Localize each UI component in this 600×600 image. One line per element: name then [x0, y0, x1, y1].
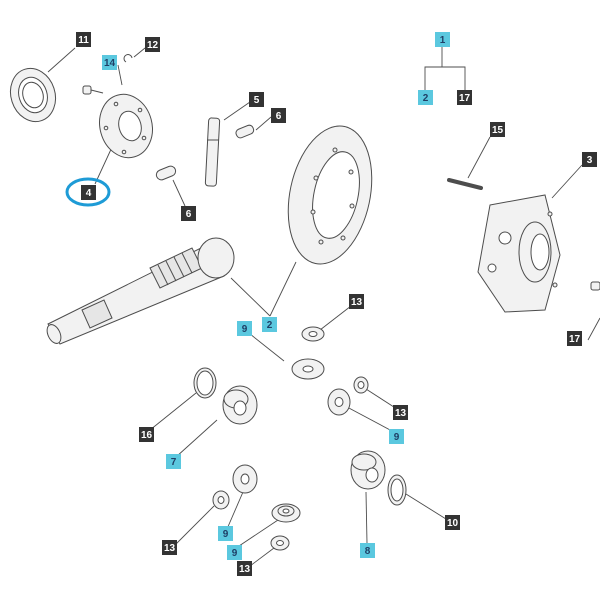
tag-label-13: 13: [239, 564, 251, 575]
part-4-flange: [99, 93, 153, 159]
tag-box: [237, 321, 252, 336]
tag-box: [76, 32, 91, 47]
part-9-gear-lower-left: [232, 464, 258, 494]
part-16-shim: [193, 367, 217, 399]
tag-box: [249, 92, 264, 107]
tag-label-17: 17: [569, 334, 581, 345]
tag-box: [582, 152, 597, 167]
part-17-pin-right: [590, 281, 600, 291]
tag-box: [181, 206, 196, 221]
tag-label-8: 8: [365, 546, 371, 557]
tag-label-4: 4: [86, 188, 92, 199]
tag-box: [145, 37, 160, 52]
tag-box: [393, 405, 408, 420]
tag-box: [162, 540, 177, 555]
part-13-washer-mid: [353, 376, 369, 394]
tag-label-13: 13: [395, 408, 407, 419]
tag-box: [102, 55, 117, 70]
tag-label-16: 16: [141, 430, 153, 441]
tag-box: [349, 294, 364, 309]
part-15-cross-pin: [447, 178, 483, 190]
tag-label-9: 9: [223, 529, 229, 540]
tag-label-13: 13: [164, 543, 176, 554]
tag-box: [166, 454, 181, 469]
part-11-seal: [9, 67, 57, 123]
tag-label-9: 9: [242, 324, 248, 335]
highlight-ring: [65, 177, 111, 207]
part-9-gear-mid: [327, 388, 351, 416]
part-13-washer-lower-right: [270, 535, 290, 551]
tag-label-13: 13: [351, 297, 363, 308]
tag-label-6: 6: [276, 111, 282, 122]
tag-label-15: 15: [492, 125, 504, 136]
tag-label-9: 9: [394, 432, 400, 443]
tag-label-17: 17: [459, 93, 471, 104]
tag-box: [81, 185, 96, 200]
tag-label-14: 14: [104, 58, 116, 69]
part-2-ring-gear: [287, 125, 373, 265]
part-6-pin-upper: [235, 124, 255, 139]
tag-box: [139, 427, 154, 442]
part-9-gear-lower-right: [271, 503, 301, 523]
tag-label-10: 10: [447, 518, 459, 529]
tag-box: [435, 32, 450, 47]
part-13-washer-lower-left: [212, 490, 230, 510]
tag-box: [490, 122, 505, 137]
tag-label-2: 2: [423, 93, 429, 104]
tag-label-11: 11: [78, 35, 89, 46]
tag-box: [389, 429, 404, 444]
part-9-gear-upper: [291, 358, 325, 380]
part-5-shaft-pin: [204, 117, 221, 187]
part-7-side-gear-left: [222, 385, 258, 425]
tag-box: [445, 515, 460, 530]
tag-box: [262, 317, 277, 332]
part-14-bolt: [82, 85, 104, 95]
parts-group: [9, 54, 600, 551]
tag-box: [360, 543, 375, 558]
part-number-tags: 11 12 14 4 5 6 6 1 2 17 15 3 17 2 9 13 1…: [76, 32, 597, 576]
tag-label-5: 5: [254, 95, 260, 106]
tag-box: [237, 561, 252, 576]
tag-box: [567, 331, 582, 346]
tag-box: [218, 526, 233, 541]
tag-label-2: 2: [267, 320, 273, 331]
tag-label-9: 9: [232, 548, 238, 559]
part-12-pin: [123, 54, 133, 63]
tag-box: [418, 90, 433, 105]
part-13-washer-upper: [301, 326, 325, 342]
part-6-pin-lower: [155, 165, 177, 181]
tag-label-12: 12: [147, 40, 159, 51]
tag-label-7: 7: [171, 457, 177, 468]
tag-box: [457, 90, 472, 105]
leader-lines: [47, 47, 600, 567]
part-2-pinion-shaft: [46, 237, 235, 345]
part-10-shim: [387, 474, 407, 506]
part-3-differential-case: [477, 194, 561, 313]
tag-label-3: 3: [587, 155, 593, 166]
tag-box: [227, 545, 242, 560]
tag-label-6: 6: [186, 209, 192, 220]
part-8-side-gear-right: [350, 450, 386, 490]
tag-box: [271, 108, 286, 123]
tag-label-1: 1: [440, 35, 446, 46]
